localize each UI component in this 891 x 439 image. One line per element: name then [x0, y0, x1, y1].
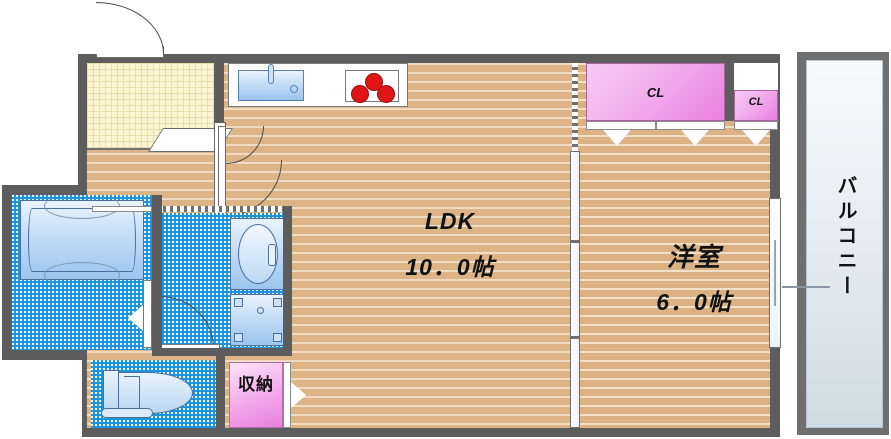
wall-bath-right	[152, 195, 162, 355]
washroom-threshold-dashed	[152, 206, 287, 212]
wall-top-right-stub	[725, 54, 780, 63]
closet-large	[586, 63, 725, 121]
balcony-label: バルコニー	[834, 175, 856, 300]
canvas-bottom-margin	[0, 437, 891, 439]
vanity-faucet	[268, 244, 276, 266]
washer-pan-corner-1	[234, 298, 243, 307]
partition-rail-2	[570, 336, 580, 339]
partition-rail-1	[570, 240, 580, 243]
bath-door-arrow-icon	[128, 305, 143, 331]
hall-door-leaf[interactable]	[218, 126, 226, 216]
wall-top	[78, 54, 778, 63]
closet-large-divider	[655, 121, 657, 130]
storage-door-panel[interactable]	[283, 362, 291, 428]
wall-left-upper	[78, 54, 87, 189]
entrance-door-swing-arc	[96, 2, 164, 54]
closet-small-door-track[interactable]	[734, 121, 778, 130]
balcony-sill-line	[782, 286, 830, 288]
ldk-partition-sliding-door[interactable]	[570, 151, 580, 428]
washitsu-name-label: 洋室	[666, 242, 721, 272]
wall-bottom	[82, 428, 780, 437]
storage-door-arrow-icon	[291, 382, 306, 408]
closet-door-2-arrow-icon	[681, 130, 709, 146]
wall-left-toilet	[82, 356, 91, 434]
wall-washroom-right	[283, 206, 292, 351]
wall-left-bath	[2, 185, 12, 360]
washer-pan-corner-2	[273, 298, 282, 307]
closet-door-3-arrow-icon	[742, 130, 770, 146]
closet-large-label: CL	[646, 85, 665, 100]
toilet-base	[101, 408, 153, 418]
closet-small-label: CL	[748, 96, 764, 108]
kitchen-faucet	[268, 64, 274, 84]
partition-dashed-upper	[572, 63, 578, 151]
wall-toilet-right	[216, 356, 225, 434]
kitchen-drain	[290, 85, 298, 93]
wall-hall-vertical-upper	[214, 63, 224, 123]
washer-drain	[257, 307, 264, 314]
toilet-seat-line	[124, 376, 140, 410]
closet-small-top-white	[734, 63, 778, 90]
stove	[345, 70, 399, 103]
wall-bath-bottom	[2, 350, 92, 360]
stove-burner-2	[351, 85, 369, 103]
washitsu-area-label: 6．0帖	[656, 289, 732, 315]
storage-label: 収納	[238, 375, 274, 394]
stove-burner-3	[377, 85, 395, 103]
balcony-floor	[806, 60, 883, 428]
balcony-door-center-rail	[774, 240, 776, 306]
ldk-name-label: LDK	[424, 208, 476, 234]
washroom-threshold-bar	[92, 206, 152, 212]
ldk-area-label: 10．0帖	[405, 254, 495, 280]
washer-pan-corner-4	[273, 333, 282, 342]
closet-small	[734, 90, 778, 121]
wall-bath-top	[2, 185, 162, 195]
closet-door-1-arrow-icon	[603, 130, 631, 146]
wall-between-closets	[725, 63, 734, 121]
storage-closet	[229, 362, 283, 428]
wall-washroom-bottom	[152, 348, 292, 356]
stove-burner-1	[365, 73, 383, 91]
bath-door-leaf[interactable]	[143, 280, 152, 348]
washer-pan-corner-3	[234, 333, 243, 342]
bathtub-curve-bottom	[44, 262, 120, 288]
